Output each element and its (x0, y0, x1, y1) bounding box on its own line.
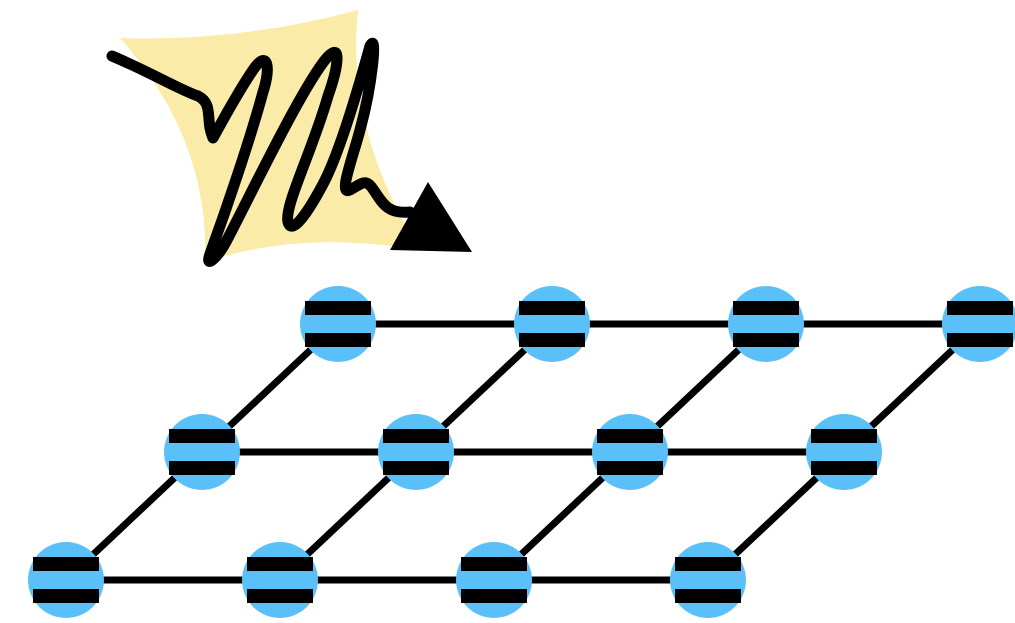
two-level-atom-icon (806, 414, 882, 490)
two-level-atom-icon (242, 542, 318, 618)
photon-glow (120, 10, 420, 262)
two-level-atom-icon (164, 414, 240, 490)
lower-level-bar (461, 589, 527, 603)
upper-level-bar (461, 557, 527, 571)
two-level-atom-icon (28, 542, 104, 618)
upper-level-bar (811, 429, 877, 443)
atom-circle (378, 414, 454, 490)
lattice-nodes (28, 286, 1015, 618)
lower-level-bar (675, 589, 741, 603)
photon-wave-icon (106, 37, 416, 267)
two-level-atom-icon (592, 414, 668, 490)
lower-level-bar (305, 333, 371, 347)
atom-circle (728, 286, 804, 362)
atom-circle (456, 542, 532, 618)
lower-level-bar (33, 589, 99, 603)
upper-level-bar (33, 557, 99, 571)
upper-level-bar (305, 301, 371, 315)
lower-level-bar (169, 461, 235, 475)
lower-level-bar (247, 589, 313, 603)
upper-level-bar (519, 301, 585, 315)
two-level-atom-icon (456, 542, 532, 618)
upper-level-bar (947, 301, 1013, 315)
atom-circle (28, 542, 104, 618)
atom-circle (300, 286, 376, 362)
atom-circle (806, 414, 882, 490)
two-level-atom-icon (728, 286, 804, 362)
two-level-atom-icon (300, 286, 376, 362)
two-level-atom-icon (514, 286, 590, 362)
triangle-arrow-icon (390, 182, 472, 252)
atom-circle (164, 414, 240, 490)
photon-group (106, 10, 472, 267)
lower-level-bar (383, 461, 449, 475)
atom-circle (242, 542, 318, 618)
atom-circle (670, 542, 746, 618)
upper-level-bar (383, 429, 449, 443)
upper-level-bar (597, 429, 663, 443)
upper-level-bar (169, 429, 235, 443)
two-level-atom-icon (942, 286, 1015, 362)
upper-level-bar (733, 301, 799, 315)
lower-level-bar (947, 333, 1013, 347)
lower-level-bar (733, 333, 799, 347)
atom-circle (942, 286, 1015, 362)
lower-level-bar (811, 461, 877, 475)
upper-level-bar (675, 557, 741, 571)
upper-level-bar (247, 557, 313, 571)
two-level-atom-icon (378, 414, 454, 490)
atom-circle (514, 286, 590, 362)
two-level-atom-icon (670, 542, 746, 618)
atom-circle (592, 414, 668, 490)
lower-level-bar (597, 461, 663, 475)
lower-level-bar (519, 333, 585, 347)
